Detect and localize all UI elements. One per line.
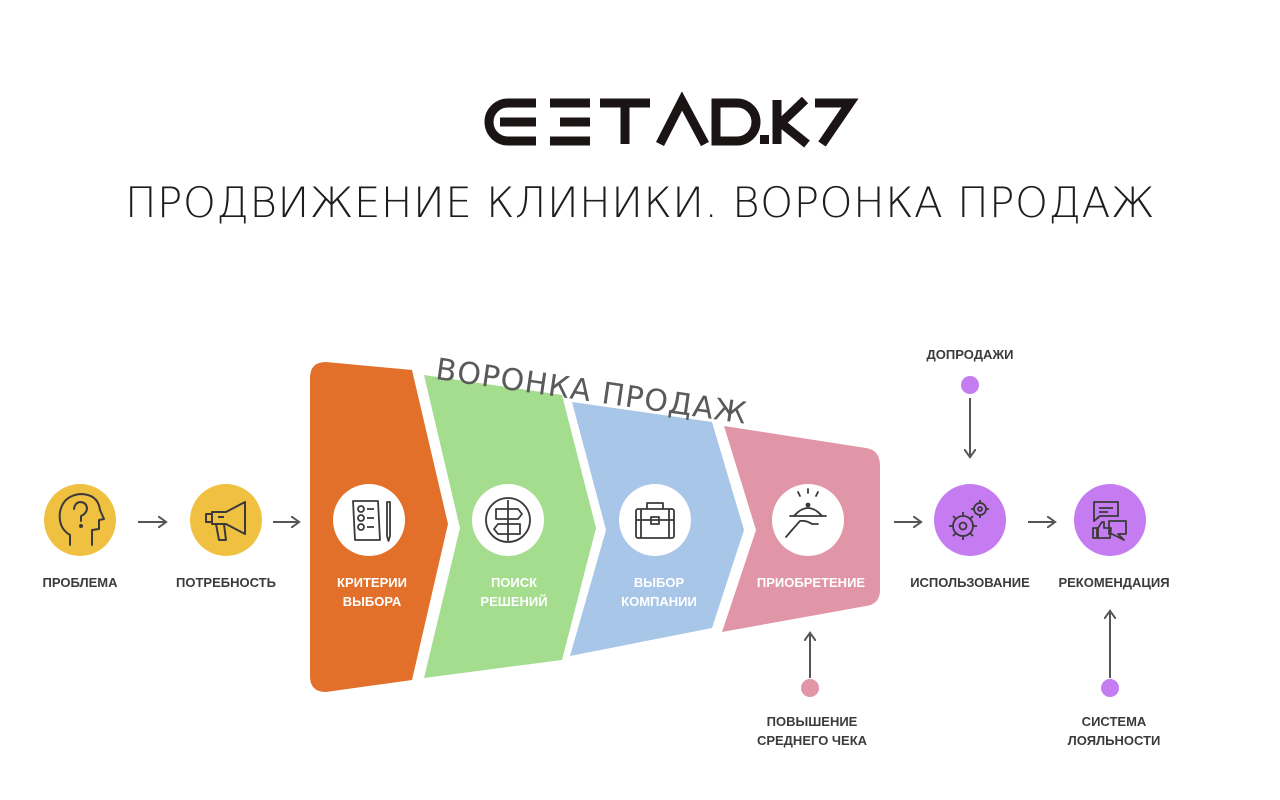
dot-avg-check	[801, 679, 819, 697]
label-usage: ИСПОЛЬЗОВАНИЕ	[910, 575, 1030, 590]
megaphone-icon	[205, 501, 246, 541]
label-avg-check: ПОВЫШЕНИЕ СРЕДНЕГО ЧЕКА	[756, 714, 868, 748]
getad-logo	[484, 92, 859, 148]
label-recommendation: РЕКОМЕНДАЦИЯ	[1058, 575, 1170, 590]
head-question-icon	[58, 493, 105, 546]
circle-recommendation	[1074, 484, 1146, 556]
label-search: ПОИСК РЕШЕНИЙ	[480, 575, 548, 609]
dot-upsell	[961, 376, 979, 394]
label-purchase: ПРИОБРЕТЕНИЕ	[756, 575, 866, 590]
label-need: ПОТРЕБНОСТЬ	[176, 575, 276, 590]
thumbs-up-chat-icon	[1092, 501, 1127, 541]
briefcase-icon	[635, 502, 675, 539]
circle-need	[190, 484, 262, 556]
signpost-icon	[485, 497, 531, 543]
serving-tray-icon	[785, 488, 827, 538]
label-criteria: КРИТЕРИИ ВЫБОРА	[337, 575, 407, 609]
page-title: ПРОДВИЖЕНИЕ КЛИНИКИ. ВОРОНКА ПРОДАЖ	[124, 178, 1156, 227]
label-problem: ПРОБЛЕМА	[42, 575, 118, 590]
gears-icon	[949, 500, 989, 540]
label-upsell: ДОПРОДАЖИ	[926, 347, 1014, 362]
label-company: ВЫБОР КОМПАНИИ	[621, 575, 697, 609]
label-loyalty: СИСТЕМА ЛОЯЛЬНОСТИ	[1067, 714, 1161, 748]
document-pen-icon	[352, 500, 391, 542]
dot-loyalty	[1101, 679, 1119, 697]
